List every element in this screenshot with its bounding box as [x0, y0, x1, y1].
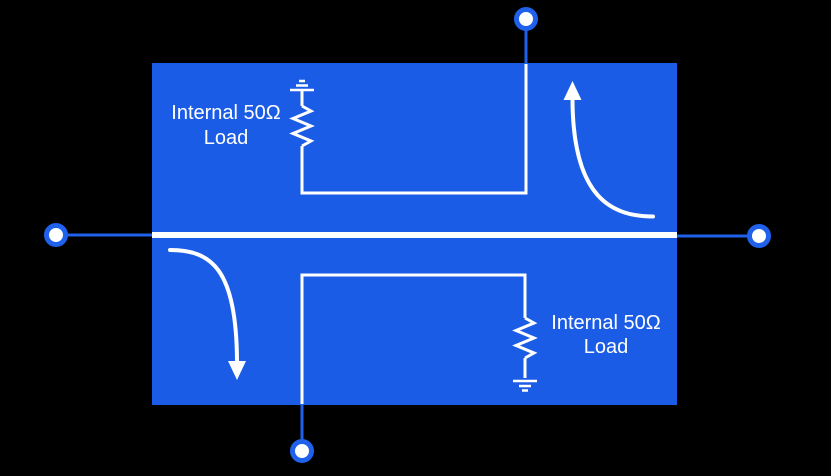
top-load-label-line2: Load	[204, 127, 249, 149]
top-load-label-line1: Internal 50Ω	[171, 102, 281, 124]
bottom-load-label-line1: Internal 50Ω	[551, 312, 661, 334]
arrow-down-curve	[168, 248, 239, 363]
resistor-icon	[512, 316, 538, 360]
port-right	[747, 224, 771, 248]
curved-arrow-down-icon	[168, 248, 246, 380]
bottom-load-wire	[300, 273, 527, 404]
ground-icon	[290, 79, 314, 92]
arrow-up-head	[563, 81, 582, 100]
bottom-load-circuit	[300, 273, 538, 404]
port-left	[44, 223, 68, 247]
top-load-circuit	[289, 64, 528, 195]
arrow-up-curve	[570, 98, 655, 219]
curved-arrow-up-icon	[563, 81, 655, 219]
arrow-down-head	[228, 361, 246, 380]
resistor-icon	[289, 104, 315, 148]
bottom-load-label-line2: Load	[584, 336, 629, 358]
through-line	[152, 232, 677, 238]
top-load-wire	[300, 64, 528, 195]
port-bottom	[290, 439, 314, 463]
port-top	[514, 7, 538, 31]
ground-icon	[513, 379, 537, 392]
